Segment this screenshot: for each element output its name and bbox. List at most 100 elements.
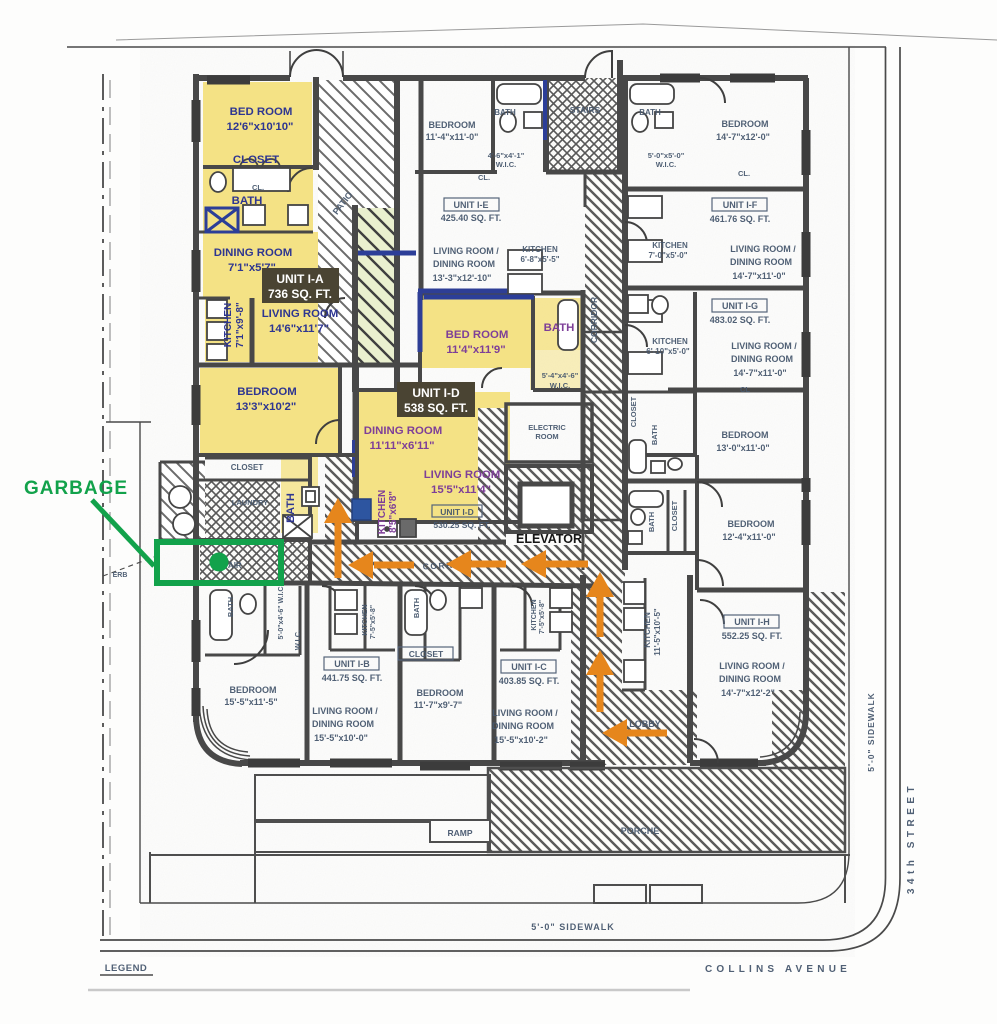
svg-text:7'-5"x5'-8": 7'-5"x5'-8" — [539, 600, 546, 634]
svg-text:UNIT I-E: UNIT I-E — [454, 200, 489, 210]
svg-text:483.02 SQ. FT.: 483.02 SQ. FT. — [710, 315, 771, 325]
svg-text:461.76 SQ. FT.: 461.76 SQ. FT. — [710, 214, 771, 224]
svg-text:UNIT I-F: UNIT I-F — [723, 200, 758, 210]
svg-text:DINING ROOM: DINING ROOM — [433, 259, 495, 269]
svg-text:CLOSET: CLOSET — [409, 649, 444, 659]
svg-text:BED ROOM: BED ROOM — [446, 329, 509, 341]
svg-text:13'-3"x12'-10": 13'-3"x12'-10" — [433, 273, 492, 283]
svg-text:8'5"x6'8": 8'5"x6'8" — [388, 491, 399, 533]
svg-text:BATH: BATH — [232, 195, 263, 207]
svg-text:COLLINS AVENUE: COLLINS AVENUE — [705, 964, 851, 975]
svg-text:14'-7"x11'-0": 14'-7"x11'-0" — [732, 271, 785, 281]
svg-text:CLOSET: CLOSET — [233, 154, 279, 166]
svg-text:DINING ROOM: DINING ROOM — [719, 674, 781, 684]
svg-text:4'-6"x4'-1": 4'-6"x4'-1" — [488, 151, 525, 160]
svg-text:15'-5"x10'-2": 15'-5"x10'-2" — [494, 735, 548, 745]
svg-text:BATH: BATH — [412, 598, 421, 618]
svg-text:5'-4"x4'-6": 5'-4"x4'-6" — [542, 371, 579, 380]
svg-text:11'-5"x10'-5": 11'-5"x10'-5" — [653, 608, 662, 656]
svg-text:BATH: BATH — [647, 512, 656, 532]
svg-text:LIVING ROOM /: LIVING ROOM / — [492, 708, 558, 718]
svg-text:552.25 SQ. FT.: 552.25 SQ. FT. — [722, 631, 783, 641]
svg-text:538 SQ. FT.: 538 SQ. FT. — [404, 401, 468, 415]
svg-text:CORRIDOR: CORRIDOR — [589, 297, 599, 343]
svg-text:UNIT I-C: UNIT I-C — [511, 662, 547, 672]
svg-text:W.I.C.: W.I.C. — [496, 160, 516, 169]
svg-text:BATH: BATH — [494, 108, 516, 117]
svg-text:LIVING ROOM: LIVING ROOM — [262, 308, 339, 320]
svg-text:12'6"x10'10": 12'6"x10'10" — [227, 121, 294, 133]
svg-text:UNIT I-D: UNIT I-D — [412, 386, 460, 400]
svg-text:LAUNDRY: LAUNDRY — [232, 498, 268, 507]
svg-text:LIVING ROOM /: LIVING ROOM / — [433, 246, 499, 256]
svg-text:PORCHE: PORCHE — [621, 826, 660, 836]
svg-text:DINING ROOM: DINING ROOM — [731, 354, 793, 364]
svg-text:CL.: CL. — [738, 169, 750, 178]
svg-text:BATH: BATH — [639, 108, 661, 117]
svg-text:BATH: BATH — [285, 493, 297, 523]
svg-text:LIVING ROOM /: LIVING ROOM / — [719, 661, 785, 671]
svg-text:RAMP: RAMP — [447, 828, 472, 838]
svg-text:ROOM: ROOM — [535, 432, 558, 441]
svg-text:CL.: CL. — [252, 183, 264, 192]
svg-text:KITCHEN: KITCHEN — [362, 604, 369, 635]
svg-text:14'-7"x12'-0": 14'-7"x12'-0" — [716, 132, 770, 142]
svg-text:14'-7"x12'-2": 14'-7"x12'-2" — [721, 688, 775, 698]
svg-text:11'-7"x9'-7": 11'-7"x9'-7" — [414, 700, 462, 710]
svg-text:UNIT I-H: UNIT I-H — [734, 617, 770, 627]
svg-text:W.I.C.: W.I.C. — [293, 630, 302, 650]
svg-text:BEDROOM: BEDROOM — [429, 120, 476, 130]
svg-text:DINING ROOM: DINING ROOM — [730, 257, 792, 267]
svg-text:13'-0"x11'-0": 13'-0"x11'-0" — [716, 443, 769, 453]
svg-text:LIVING ROOM /: LIVING ROOM / — [730, 244, 796, 254]
svg-text:GARBAGE: GARBAGE — [24, 478, 128, 499]
svg-text:DINING ROOM: DINING ROOM — [364, 425, 442, 437]
svg-text:KITCHEN: KITCHEN — [652, 337, 688, 346]
svg-text:11'4"x11'9": 11'4"x11'9" — [446, 344, 505, 356]
svg-text:6'-10"x5'-0": 6'-10"x5'-0" — [646, 347, 690, 356]
svg-text:BEDROOM: BEDROOM — [230, 685, 277, 695]
svg-text:DINING ROOM: DINING ROOM — [312, 719, 374, 729]
svg-text:6'-8"x5'-5": 6'-8"x5'-5" — [521, 255, 560, 264]
svg-text:14'-7"x11'-0": 14'-7"x11'-0" — [733, 368, 786, 378]
svg-text:BATH: BATH — [650, 425, 659, 445]
svg-text:KITCHEN: KITCHEN — [652, 241, 688, 250]
svg-text:BEDROOM: BEDROOM — [722, 430, 769, 440]
svg-text:DINING ROOM: DINING ROOM — [492, 721, 554, 731]
svg-text:DINING ROOM: DINING ROOM — [214, 247, 292, 259]
svg-text:KITCHEN: KITCHEN — [531, 599, 538, 630]
svg-text:CLOSET: CLOSET — [629, 396, 638, 427]
svg-text:15'5"x11'4": 15'5"x11'4" — [431, 484, 491, 496]
svg-text:403.85 SQ. FT.: 403.85 SQ. FT. — [499, 676, 560, 686]
svg-text:7'-0"x5'-0": 7'-0"x5'-0" — [649, 251, 688, 260]
svg-text:14'6"x11'7": 14'6"x11'7" — [269, 323, 329, 335]
svg-text:15'-5"x11'-5": 15'-5"x11'-5" — [224, 697, 277, 707]
svg-text:11'-4"x11'-0": 11'-4"x11'-0" — [426, 132, 479, 142]
svg-text:LIVING ROOM /: LIVING ROOM / — [731, 341, 797, 351]
svg-text:15'-5"x10'-0": 15'-5"x10'-0" — [314, 733, 368, 743]
svg-text:KITCHEN: KITCHEN — [377, 490, 388, 534]
svg-text:5'-0"x5'-0": 5'-0"x5'-0" — [648, 151, 685, 160]
svg-text:7'-5"x5'-8": 7'-5"x5'-8" — [370, 605, 377, 639]
svg-text:34th STREET: 34th STREET — [906, 782, 917, 894]
svg-text:CLOSET: CLOSET — [670, 500, 679, 531]
svg-text:BATH: BATH — [226, 597, 235, 617]
svg-text:UNIT I-B: UNIT I-B — [334, 659, 370, 669]
svg-text:KITCHEN: KITCHEN — [522, 245, 558, 254]
svg-text:BEDROOM: BEDROOM — [728, 519, 775, 529]
svg-text:BEDROOM: BEDROOM — [417, 688, 464, 698]
svg-text:ERB: ERB — [113, 572, 128, 579]
svg-text:STAIRS: STAIRS — [570, 105, 601, 115]
svg-text:11'11"x6'11": 11'11"x6'11" — [369, 440, 434, 452]
svg-text:W.I.C.: W.I.C. — [550, 381, 570, 390]
svg-text:736 SQ. FT.: 736 SQ. FT. — [268, 287, 332, 301]
svg-text:CL: CL — [740, 385, 750, 394]
svg-text:STAIR: STAIR — [218, 561, 242, 570]
svg-text:KITCHEN: KITCHEN — [223, 303, 234, 347]
svg-text:KITCHEN: KITCHEN — [643, 612, 652, 648]
svg-text:UNIT I-D: UNIT I-D — [440, 507, 474, 517]
svg-text:12'-4"x11'-0": 12'-4"x11'-0" — [722, 532, 775, 542]
svg-text:UNIT I-G: UNIT I-G — [722, 301, 758, 311]
svg-text:530.25 SQ. FT.: 530.25 SQ. FT. — [433, 520, 490, 530]
svg-text:LEGEND: LEGEND — [105, 963, 148, 974]
